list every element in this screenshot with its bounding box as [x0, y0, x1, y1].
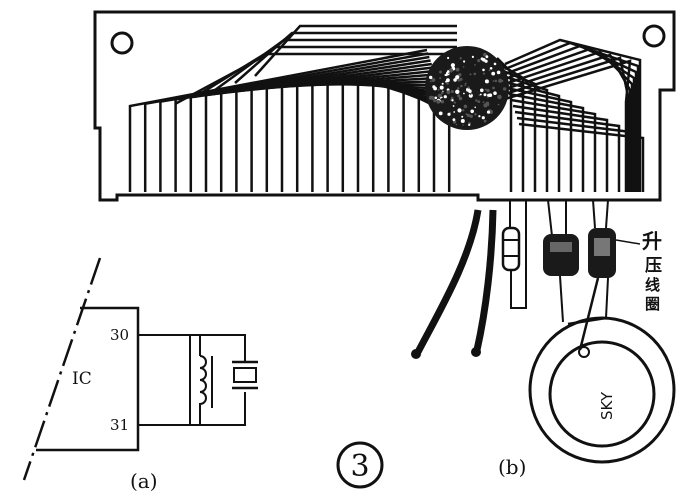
pin-31-label: 31: [110, 416, 129, 434]
wire-left-2: [473, 209, 497, 351]
pcb-trace-right: [508, 92, 585, 192]
pcb-trace-left: [265, 80, 438, 192]
pcb-trace-far-right: [504, 56, 630, 192]
pcb-trace-top: [214, 38, 457, 92]
pcb-trace-top: [194, 45, 457, 99]
resistor: [501, 200, 527, 309]
ic-body: [36, 306, 140, 452]
pcb-trace-right: [510, 98, 597, 192]
pcb-trace-right: [504, 80, 561, 192]
pcb-trace-left: [235, 73, 436, 192]
ic-label: IC: [72, 369, 92, 389]
coil-label: 升 压 线 圈: [642, 229, 662, 313]
speaker-label: SKY: [598, 391, 616, 420]
figure-number-text: 3: [350, 449, 369, 484]
piezo-speaker: SKY: [528, 316, 676, 464]
coil-component-1: [543, 199, 579, 323]
pcb-trace-left: [174, 59, 431, 192]
pcb-trace-left: [143, 52, 429, 192]
pcb-trace-left: [341, 73, 445, 192]
panel-b-label: (b): [498, 455, 526, 479]
pcb-trace-right: [514, 110, 621, 192]
wire-left-1: [414, 209, 482, 354]
pcb-trace-far-right: [504, 59, 632, 192]
lead-wires: [411, 199, 641, 359]
pcb-trace-left: [250, 76, 437, 192]
pcb-trace-right: [518, 122, 645, 192]
board-outline: [93, 10, 676, 202]
circuit-board: [93, 10, 676, 202]
pcb-trace-left: [219, 69, 435, 192]
coil-label-char-1: 升: [642, 229, 662, 253]
chip-boundary-line: [22, 257, 102, 481]
pcb-trace-left: [204, 66, 434, 192]
mounting-hole-left: [110, 31, 134, 55]
pcb-trace-top: [254, 24, 457, 77]
pcb-trace-top: [234, 31, 457, 84]
pcb-trace-left: [280, 82, 440, 192]
mounting-hole-right: [642, 24, 666, 48]
pin-30-label: 30: [110, 326, 129, 344]
inductor-symbol: [199, 355, 207, 408]
figure-number: 3: [336, 441, 384, 489]
pcb-trace-far-right: [504, 53, 632, 192]
coil-label-char-2: 压: [645, 256, 662, 276]
panel-a-label: (a): [130, 469, 158, 493]
coil-label-char-3: 线: [645, 276, 660, 294]
pcb-trace-right: [512, 104, 609, 192]
pcb-trace-left: [128, 48, 428, 192]
pcb-traces: [128, 24, 645, 192]
pcb-trace-left: [189, 62, 432, 192]
pcb-trace-far-right: [504, 38, 642, 192]
step-up-coil: [578, 199, 641, 351]
pcb-trace-top: [174, 52, 457, 106]
capacitor-symbol: [232, 360, 258, 390]
pcb-trace-left: [356, 77, 446, 192]
coil-label-char-4: 圈: [645, 295, 660, 313]
schematic: IC 30 31: [22, 257, 258, 481]
pcb-trace-left: [159, 55, 430, 192]
chip-blob: [425, 46, 509, 130]
